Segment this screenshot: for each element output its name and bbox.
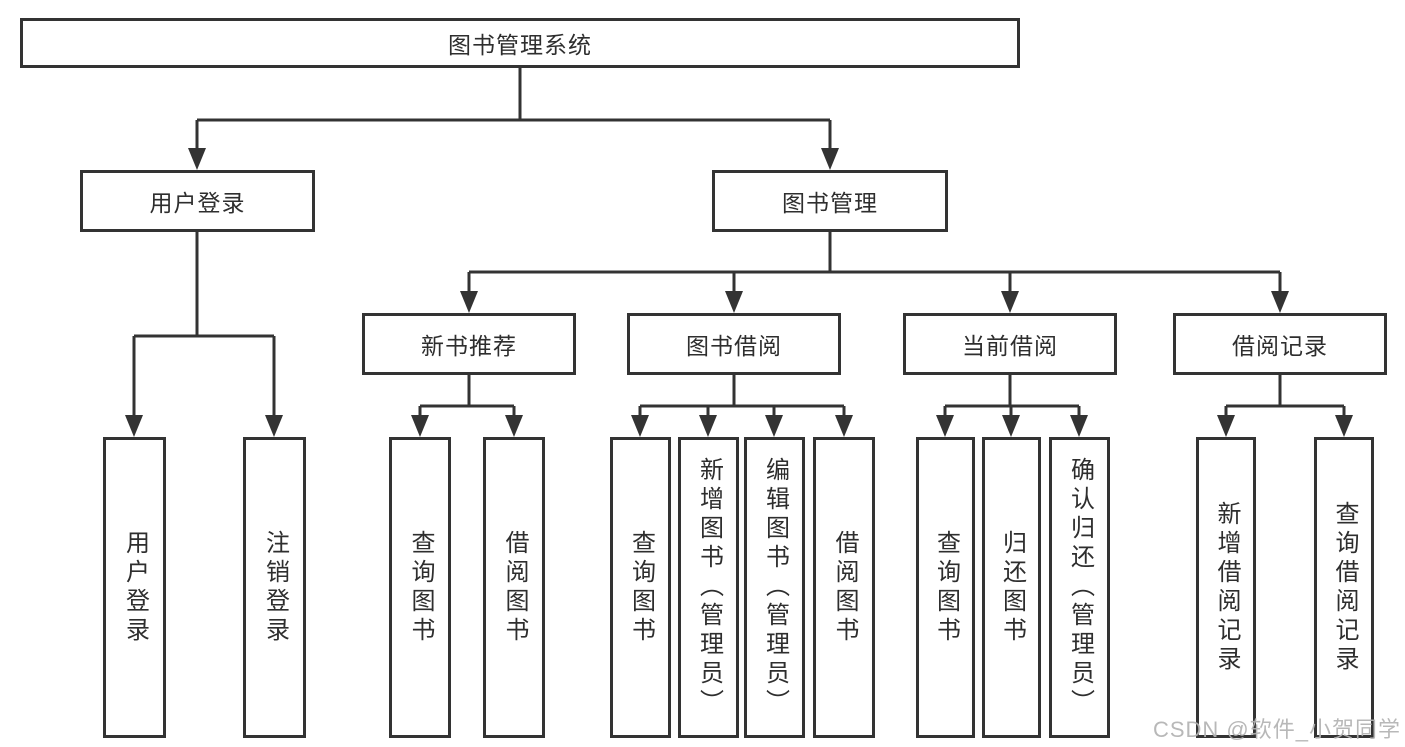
node-label: 查询借阅记录: [1331, 500, 1358, 675]
node-label: 新书推荐: [421, 333, 517, 359]
node-leaf-bb-borrow-books: 借阅图书: [813, 437, 875, 738]
node-label: 新增图书（管理员）: [695, 457, 723, 718]
node-label: 确认归还（管理员）: [1066, 457, 1094, 718]
node-label: 用户登录: [121, 529, 149, 646]
node-leaf-bb-add-books: 新增图书（管理员）: [678, 437, 739, 738]
node-label: 借阅记录: [1232, 333, 1328, 359]
node-label: 图书管理: [782, 190, 878, 216]
node-leaf-br-add-record: 新增借阅记录: [1196, 437, 1256, 738]
node-label: 查询图书: [407, 529, 434, 646]
node-label: 查询图书: [627, 529, 655, 646]
node-label: 编辑图书（管理员）: [761, 457, 789, 718]
node-leaf-user-login: 用户登录: [103, 437, 166, 738]
node-label: 归还图书: [998, 529, 1026, 646]
node-leaf-cb-query-books: 查询图书: [916, 437, 975, 738]
node-leaf-cb-confirm-return: 确认归还（管理员）: [1049, 437, 1110, 738]
node-leaf-bb-edit-books: 编辑图书（管理员）: [744, 437, 805, 738]
node-leaf-logout: 注销登录: [243, 437, 306, 738]
node-leaf-br-query-record: 查询借阅记录: [1314, 437, 1374, 738]
node-label: 注销登录: [261, 529, 289, 646]
node-leaf-nb-query-books: 查询图书: [389, 437, 451, 738]
node-library-system: 图书管理系统: [20, 18, 1020, 68]
node-label: 新增借阅记录: [1213, 500, 1240, 675]
node-label: 查询图书: [932, 529, 960, 646]
node-label: 图书借阅: [686, 333, 782, 359]
node-label: 当前借阅: [962, 333, 1058, 359]
node-book-management: 图书管理: [712, 170, 948, 232]
node-label: 用户登录: [149, 190, 246, 216]
node-book-borrowing: 图书借阅: [627, 313, 841, 375]
node-label: 借阅图书: [501, 529, 528, 646]
node-label: 图书管理系统: [448, 32, 592, 58]
node-user-login: 用户登录: [80, 170, 315, 232]
node-borrowing-records: 借阅记录: [1173, 313, 1387, 375]
arrowheads: [125, 148, 1353, 437]
node-new-book-recommend: 新书推荐: [362, 313, 576, 375]
node-leaf-nb-borrow-books: 借阅图书: [483, 437, 545, 738]
node-label: 借阅图书: [831, 529, 858, 646]
node-current-borrowing: 当前借阅: [903, 313, 1117, 375]
node-leaf-bb-query-books: 查询图书: [610, 437, 671, 738]
csdn-watermark: CSDN @软件_小贺同学: [1152, 717, 1401, 742]
node-leaf-cb-return-books: 归还图书: [982, 437, 1041, 738]
